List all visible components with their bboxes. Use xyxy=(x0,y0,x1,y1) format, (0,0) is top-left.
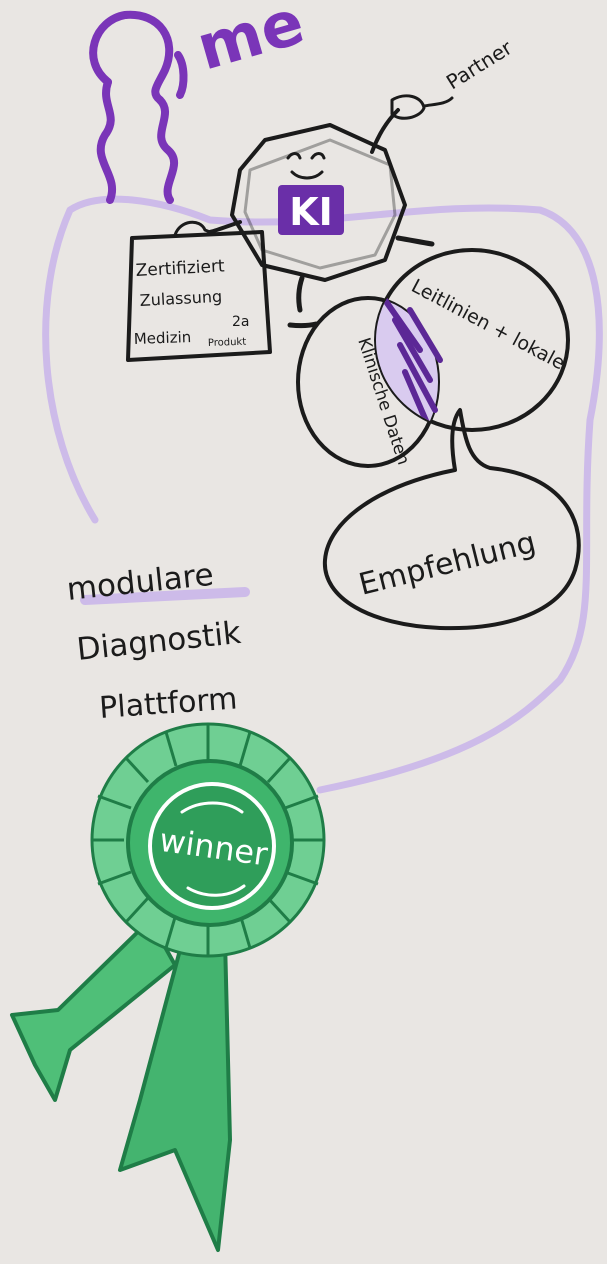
venn-diagram: Klinische Daten Leitlinien + lokale xyxy=(296,248,570,468)
speech-bubble-icon: Empfehlung xyxy=(322,408,581,631)
lilac-highlight-under-title xyxy=(80,587,250,605)
certificate-line2: Zulassung xyxy=(139,287,222,310)
ribbon-left xyxy=(10,918,177,1102)
certificate-icon: Zertifiziert Zulassung 2a Medizin Produk… xyxy=(126,220,272,362)
certificate-line3: Medizin xyxy=(134,328,192,348)
ribbon-right xyxy=(118,938,232,1252)
platform-title-line1: modulare xyxy=(65,557,215,608)
rosette-award-icon: winner xyxy=(10,722,326,1252)
platform-title-line3: Plattform xyxy=(98,681,238,726)
certificate-scribble: 2a xyxy=(232,314,250,330)
ki-badge xyxy=(278,185,344,235)
platform-title-line2: Diagnostik xyxy=(75,615,243,668)
platform-title: modulare Diagnostik Plattform xyxy=(65,557,243,726)
speech-bubble-label: Empfehlung xyxy=(355,525,539,603)
certificate-line1: Zertifiziert xyxy=(135,256,225,281)
heading-fragment: me xyxy=(189,0,312,84)
partner-label: Partner xyxy=(442,35,517,94)
robot-ki-icon: KI xyxy=(208,94,454,329)
certificate-line3-small: Produkt xyxy=(208,337,247,349)
background-cloud-outline xyxy=(42,195,603,794)
person-outline-icon xyxy=(89,10,188,204)
ki-label: KI xyxy=(289,190,333,234)
